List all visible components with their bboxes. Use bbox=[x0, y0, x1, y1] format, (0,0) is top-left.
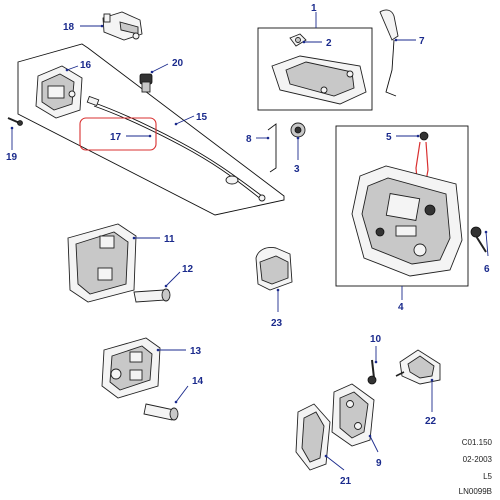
callout-6: 6 bbox=[484, 264, 490, 275]
part-8[interactable] bbox=[267, 123, 277, 173]
part-13[interactable] bbox=[101, 337, 161, 399]
callout-13: 13 bbox=[190, 346, 202, 357]
callout-18: 18 bbox=[63, 22, 75, 33]
part-1-handle[interactable] bbox=[271, 55, 367, 105]
callout-9: 9 bbox=[376, 458, 382, 469]
callout-20: 20 bbox=[172, 58, 184, 69]
part-19[interactable] bbox=[7, 117, 23, 126]
part-11[interactable] bbox=[67, 223, 137, 303]
part-10[interactable] bbox=[367, 359, 377, 385]
part-16[interactable] bbox=[35, 65, 83, 119]
callout-4: 4 bbox=[398, 302, 404, 313]
part-6[interactable] bbox=[470, 226, 487, 253]
callout-12: 12 bbox=[182, 264, 194, 275]
part-22[interactable] bbox=[395, 349, 441, 385]
part-12[interactable] bbox=[133, 288, 171, 303]
callout-23: 23 bbox=[271, 318, 283, 329]
callout-15: 15 bbox=[196, 112, 208, 123]
callout-11: 11 bbox=[164, 234, 175, 245]
part-21[interactable] bbox=[295, 403, 331, 471]
callout-19: 19 bbox=[6, 152, 18, 163]
part-15-cable[interactable] bbox=[86, 95, 266, 202]
callout-3: 3 bbox=[294, 164, 300, 175]
callout-14: 14 bbox=[192, 376, 204, 387]
part-3[interactable] bbox=[290, 122, 306, 138]
callout-21: 21 bbox=[340, 476, 352, 487]
diagram-ref: C01.150 bbox=[461, 438, 492, 447]
callout-5: 5 bbox=[386, 132, 392, 143]
diagram-date: 02-2003 bbox=[462, 455, 492, 464]
callout-17: 17 bbox=[110, 132, 122, 143]
part-9[interactable] bbox=[331, 383, 375, 447]
callout-7: 7 bbox=[419, 36, 425, 47]
part-18[interactable] bbox=[102, 11, 143, 41]
callout-10: 10 bbox=[370, 334, 382, 345]
group-15-frame bbox=[17, 43, 285, 216]
callout-1: 1 bbox=[311, 3, 317, 14]
callout-2: 2 bbox=[326, 38, 332, 49]
part-23[interactable] bbox=[255, 247, 293, 291]
diagram-code: LN0099B bbox=[458, 487, 492, 496]
callout-16: 16 bbox=[80, 60, 92, 71]
group-1-box bbox=[257, 27, 373, 111]
part-14[interactable] bbox=[143, 403, 179, 421]
part-4-latch[interactable] bbox=[351, 165, 463, 277]
part-2[interactable] bbox=[289, 33, 307, 47]
callout-8: 8 bbox=[246, 134, 252, 145]
part-7-rod[interactable] bbox=[379, 9, 399, 97]
callout-22: 22 bbox=[425, 416, 437, 427]
highlight-17 bbox=[79, 117, 157, 151]
part-20[interactable] bbox=[139, 73, 153, 93]
diagram-rev: L5 bbox=[483, 472, 492, 481]
